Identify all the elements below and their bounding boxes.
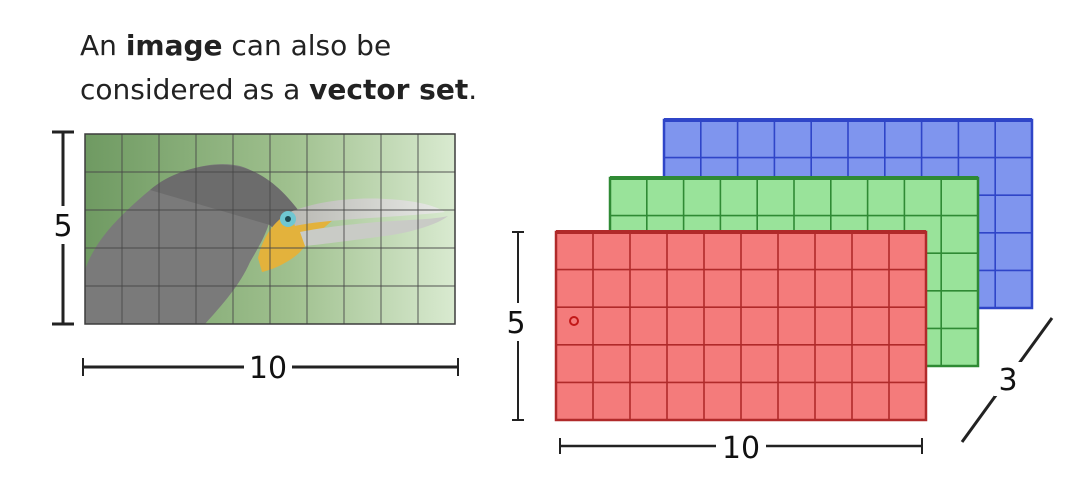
image-height-label: 5 (53, 209, 72, 244)
caption-bold-image: image (125, 29, 223, 62)
image-pixel-grid (85, 134, 455, 324)
image-width-dimension: 10 (82, 348, 459, 386)
stack-height-dimension: 5 (500, 231, 536, 421)
pixel-marker-icon (569, 316, 579, 326)
bird-image-panel (84, 133, 456, 325)
caption-line-2: considered as a vector set. (80, 68, 600, 112)
stack-depth-label: 3 (998, 363, 1017, 398)
caption-bold-vector-set: vector set (309, 73, 469, 106)
caption-text: An (80, 29, 126, 62)
stack-width-label: 10 (722, 431, 760, 466)
stack-width-dimension: 10 (559, 428, 923, 466)
stack-depth-dimension: 3 (960, 317, 1054, 443)
channel-stack (554, 118, 1034, 422)
caption-text: considered as a (80, 73, 310, 106)
image-width-label: 10 (249, 351, 287, 386)
caption-text: can also be (222, 29, 392, 62)
channel-layer-red (554, 230, 928, 422)
caption-text: . (468, 73, 478, 106)
bird-illustration (85, 164, 448, 324)
caption-line-1: An image can also be (80, 24, 600, 68)
image-height-dimension: 5 (46, 130, 80, 326)
stack-height-label: 5 (506, 306, 525, 341)
caption: An image can also be considered as a vec… (80, 24, 600, 112)
image-border (84, 133, 456, 325)
